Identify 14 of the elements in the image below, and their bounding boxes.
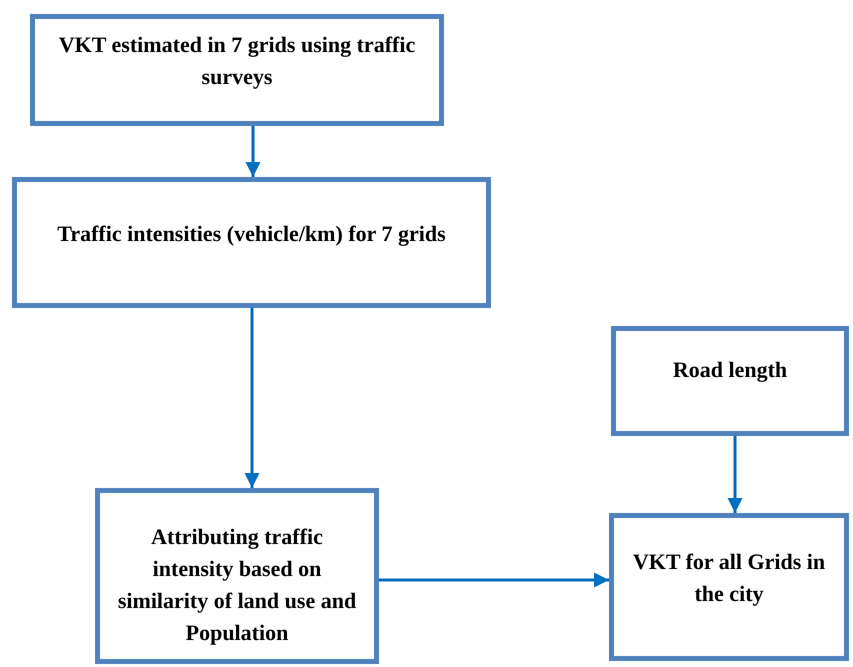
box-text: Traffic intensities (vehicle/km) for 7 grids xyxy=(57,220,446,248)
box-text: VKT for all Grids in the city xyxy=(632,548,826,608)
box-text: Road length xyxy=(672,356,788,384)
process-box xyxy=(12,177,491,308)
box-text: Attributing traffic intensity based on similarity of land use and Population xyxy=(116,523,358,647)
process-box xyxy=(95,488,379,664)
arrow xyxy=(728,436,742,513)
process-box xyxy=(609,513,849,661)
arrow xyxy=(379,572,609,588)
process-box xyxy=(30,14,444,126)
process-box xyxy=(611,326,849,436)
box-text: VKT estimated in 7 grids using traffic surveys xyxy=(58,31,416,91)
arrow xyxy=(246,126,260,177)
arrow xyxy=(244,308,260,488)
